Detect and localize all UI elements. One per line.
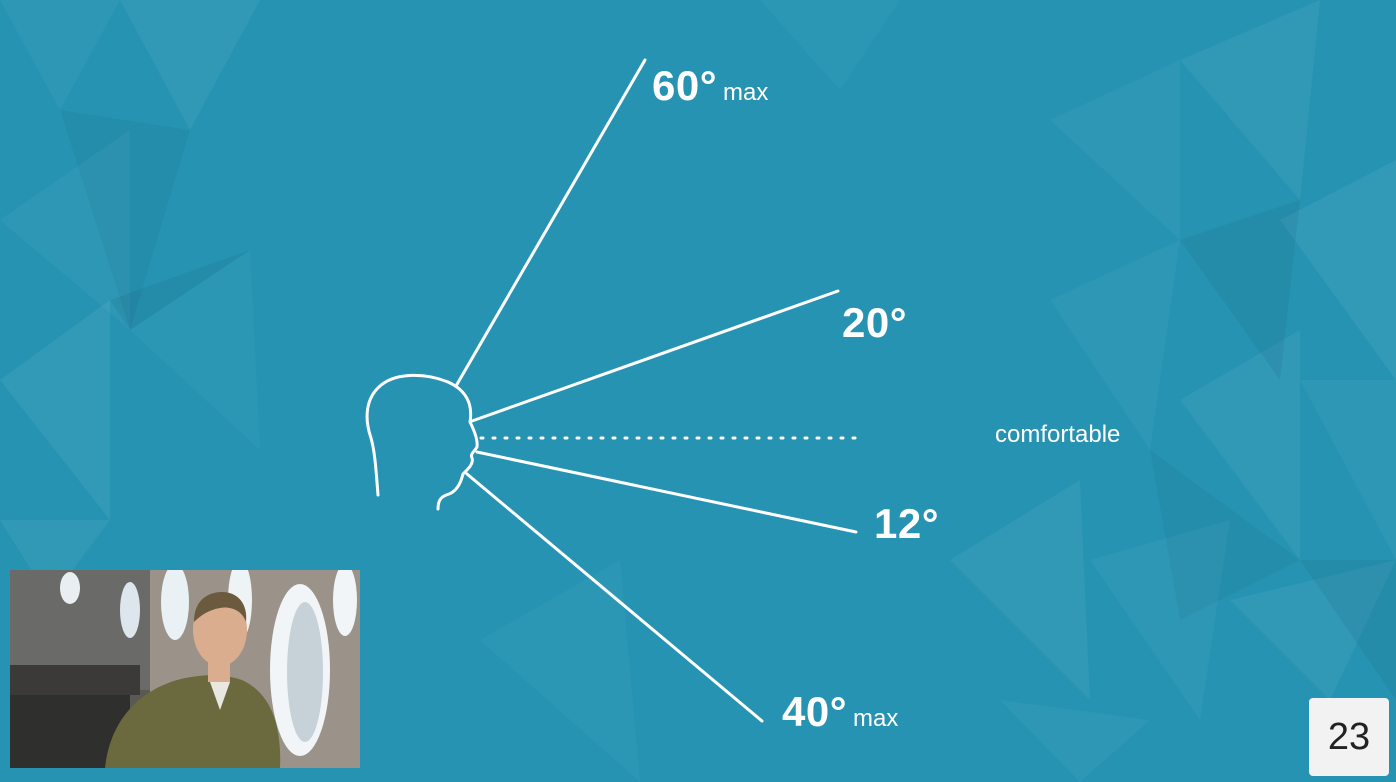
line-12 xyxy=(475,450,858,534)
label-12: 12° xyxy=(874,500,939,548)
label-20-value: 20° xyxy=(842,299,908,346)
label-40-value: 40° xyxy=(782,688,848,735)
label-20: 20° xyxy=(842,299,907,347)
line-20 xyxy=(470,289,840,423)
label-60-value: 60° xyxy=(652,62,718,109)
label-40-max: 40°max xyxy=(782,688,898,736)
page-number: 23 xyxy=(1309,698,1389,776)
head-profile-icon xyxy=(365,373,479,511)
label-12-value: 12° xyxy=(874,500,940,547)
line-40-max xyxy=(465,472,764,723)
label-60-suffix: max xyxy=(723,79,769,106)
line-60-max xyxy=(454,58,647,388)
label-60-max: 60°max xyxy=(652,62,768,110)
speaker-video-frame xyxy=(10,570,360,768)
label-comfortable: comfortable xyxy=(995,421,1121,448)
label-40-suffix: max xyxy=(853,705,899,732)
speaker-video xyxy=(10,570,360,768)
